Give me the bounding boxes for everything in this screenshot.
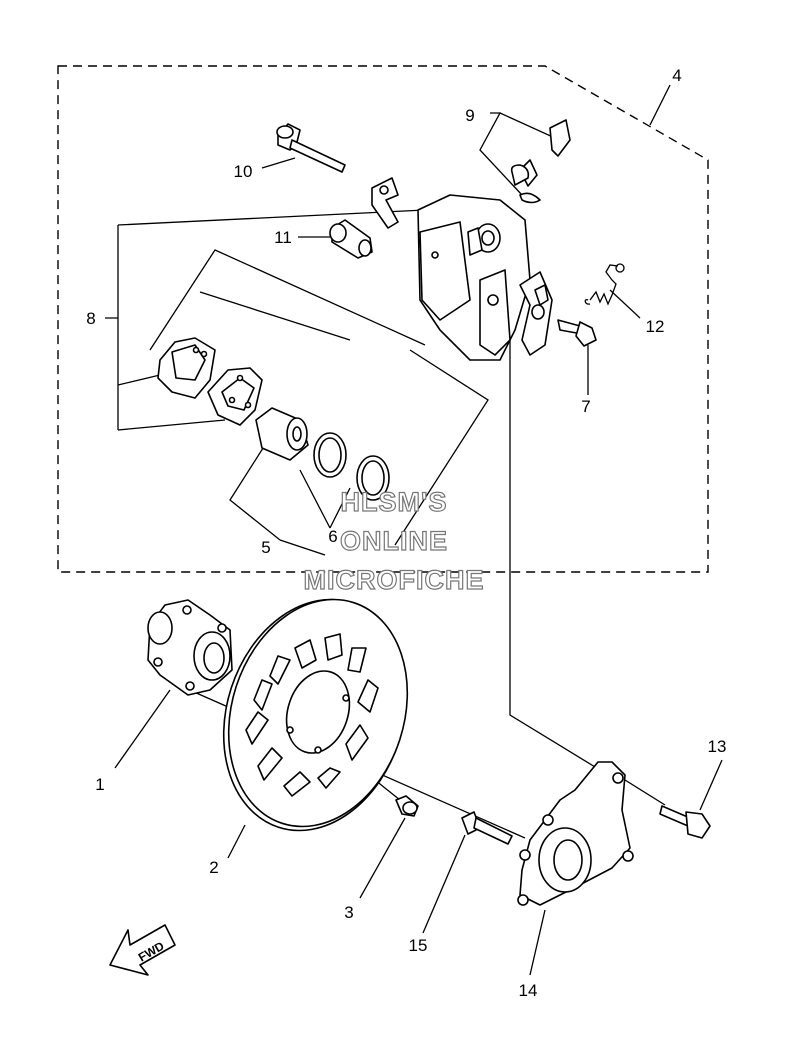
part-9-bleed-screw	[510, 119, 571, 204]
callout-4: 4	[672, 66, 681, 85]
part-3-disc-screw	[395, 795, 419, 817]
caliper-body	[417, 194, 531, 361]
watermark-line-3: MICROFICHE	[304, 565, 485, 595]
fwd-arrow-icon: FWD	[109, 924, 176, 976]
part-15-bolt	[461, 811, 513, 845]
callout-11: 11	[274, 228, 292, 247]
caliper-brake-arm	[519, 271, 553, 356]
part-1-hub	[147, 599, 233, 696]
part-13-bolt	[659, 805, 711, 839]
part-2-brake-disc	[222, 598, 409, 832]
callout-15: 15	[409, 936, 428, 955]
callout-5: 5	[261, 538, 270, 557]
callout-9: 9	[465, 106, 474, 125]
callout-labels: 1 2 3 4 5 6 7 8 9 10 11 12 13 14 15	[86, 66, 726, 1000]
part-5-piston	[255, 407, 309, 461]
caliper-assembly-boundary	[57, 65, 709, 573]
brake-pad-lower	[207, 367, 263, 426]
callout-2: 2	[209, 858, 218, 877]
pad-retainer-clip	[371, 177, 399, 229]
part-7-bolt	[557, 319, 597, 347]
callout-13: 13	[708, 737, 727, 756]
part-14-caliper-bracket	[517, 761, 634, 906]
callout-8: 8	[86, 309, 95, 328]
callout-14: 14	[519, 981, 538, 1000]
watermark-line-1: HLSM'S	[341, 487, 448, 517]
part-11-slide-pin	[329, 219, 373, 259]
brake-pad-upper	[157, 337, 216, 399]
callout-3: 3	[344, 903, 353, 922]
watermark-line-2: ONLINE	[340, 526, 448, 556]
part-6-seals	[313, 432, 390, 501]
part-10-pin-bolt	[276, 123, 346, 173]
watermark: HLSM'S ONLINE MICROFICHE	[303, 486, 485, 595]
callout-10: 10	[234, 162, 253, 181]
callout-1: 1	[95, 775, 104, 794]
callout-7: 7	[581, 397, 590, 416]
callout-6: 6	[328, 527, 337, 546]
part-12-spring	[584, 263, 625, 306]
callout-12: 12	[646, 317, 665, 336]
